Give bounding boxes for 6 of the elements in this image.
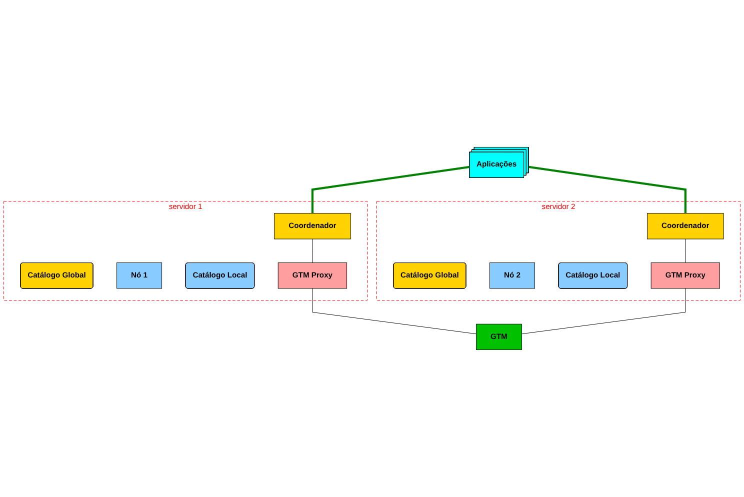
- connector: [312, 238, 313, 263]
- connector: [685, 238, 686, 263]
- connector: [312, 288, 476, 334]
- connector: [311, 166, 470, 214]
- connector: [521, 288, 686, 334]
- connector: [528, 166, 686, 214]
